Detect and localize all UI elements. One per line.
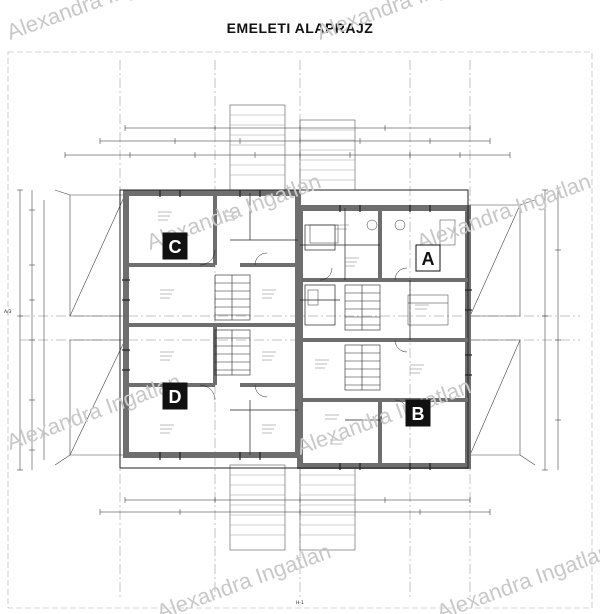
unit-label-box-c — [162, 232, 188, 260]
windows — [122, 190, 472, 470]
unit-label-box-b — [405, 399, 431, 427]
unit-label-d: D — [169, 387, 182, 407]
watermark: Alexandra Ingatlan — [3, 0, 184, 45]
left-axis-marker: A/3 — [4, 309, 12, 315]
unit-label-c: C — [169, 237, 182, 257]
side-dimensions — [17, 189, 561, 471]
watermark: Alexandra Ingatlan — [433, 538, 600, 614]
bottom-dimensions — [99, 497, 491, 515]
unit-label-box-a — [415, 244, 441, 272]
stairs — [214, 274, 381, 391]
furniture — [307, 219, 456, 326]
watermark: Alexandra Ingatlan — [293, 373, 474, 459]
unit-label-box-d — [162, 382, 188, 410]
room-annotations — [158, 211, 429, 445]
interior-walls — [126, 193, 468, 466]
door-swings — [199, 249, 408, 413]
top-dimensions — [64, 125, 511, 158]
plan-title: EMELETI ALAPRAJZ — [226, 20, 374, 36]
unit-label-a: A — [422, 249, 435, 269]
watermark: Alexandra Ingatlan — [313, 0, 494, 45]
bottom-marker: H-1 — [296, 600, 304, 606]
balcony-strips — [229, 104, 356, 551]
unit-label-b: B — [412, 404, 425, 424]
unit-labels: A B C D — [162, 232, 441, 427]
watermark: Alexandra Ingatlan — [3, 368, 184, 454]
side-markers: A/3 H-1 — [4, 309, 304, 606]
